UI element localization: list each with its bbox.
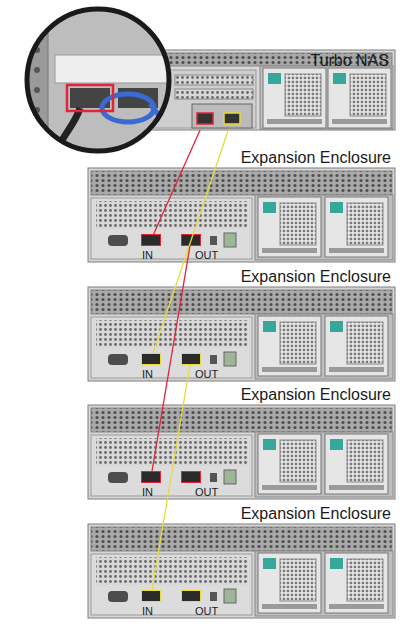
inset-hole [34, 67, 40, 73]
inset-card [55, 55, 180, 83]
sas-port: IN [141, 353, 161, 365]
inset-background [20, 5, 180, 155]
enclosure-chassis [88, 524, 395, 618]
magnifier-inset [20, 5, 180, 155]
inset-highlight [67, 85, 113, 111]
device-title: Expansion Enclosure [241, 149, 391, 167]
pcie-slot [175, 89, 253, 99]
sas-port: OUT [181, 353, 201, 365]
pcie-slot [175, 75, 253, 85]
device-title: Expansion Enclosure [241, 505, 391, 523]
sas-port: IN [141, 471, 161, 483]
psu-bay [260, 66, 393, 129]
sas-port: OUT [181, 471, 201, 483]
port-label: IN [142, 605, 153, 617]
inset-cable [102, 94, 154, 122]
power-supply [263, 68, 326, 128]
nas-port [224, 113, 240, 124]
sas-port: IN [141, 590, 161, 602]
sas-port: IN [141, 234, 161, 246]
port-label: OUT [195, 249, 218, 261]
port-label: IN [142, 486, 153, 498]
port-label: OUT [195, 368, 218, 380]
sas-cable [154, 130, 200, 234]
sas-cable [153, 130, 228, 353]
magnifier-ring [27, 9, 169, 151]
expansion-enclosure: Expansion EnclosureINOUT [88, 524, 395, 618]
expansion-enclosure: Expansion EnclosureINOUT [88, 287, 395, 381]
port-label: IN [142, 249, 153, 261]
expansion-card [192, 104, 252, 128]
enclosure-chassis [88, 405, 395, 499]
expansion-enclosure: Expansion EnclosureINOUT [88, 168, 395, 262]
sas-port: OUT [181, 590, 201, 602]
device-title: Expansion Enclosure [241, 386, 391, 404]
expansion-enclosure: Expansion EnclosureINOUT [88, 405, 395, 499]
enclosure-chassis [88, 168, 395, 262]
inset-hole [34, 87, 40, 93]
enclosure-chassis [88, 287, 395, 381]
port-label: IN [142, 368, 153, 380]
port-label: OUT [195, 486, 218, 498]
port-label: OUT [195, 605, 218, 617]
nas-port [197, 113, 213, 124]
device-title: Expansion Enclosure [241, 268, 391, 286]
nas-unit: Turbo NAS [130, 72, 395, 130]
sas-port: OUT [181, 234, 201, 246]
device-title: Turbo NAS [310, 52, 389, 70]
power-supply [328, 68, 391, 128]
